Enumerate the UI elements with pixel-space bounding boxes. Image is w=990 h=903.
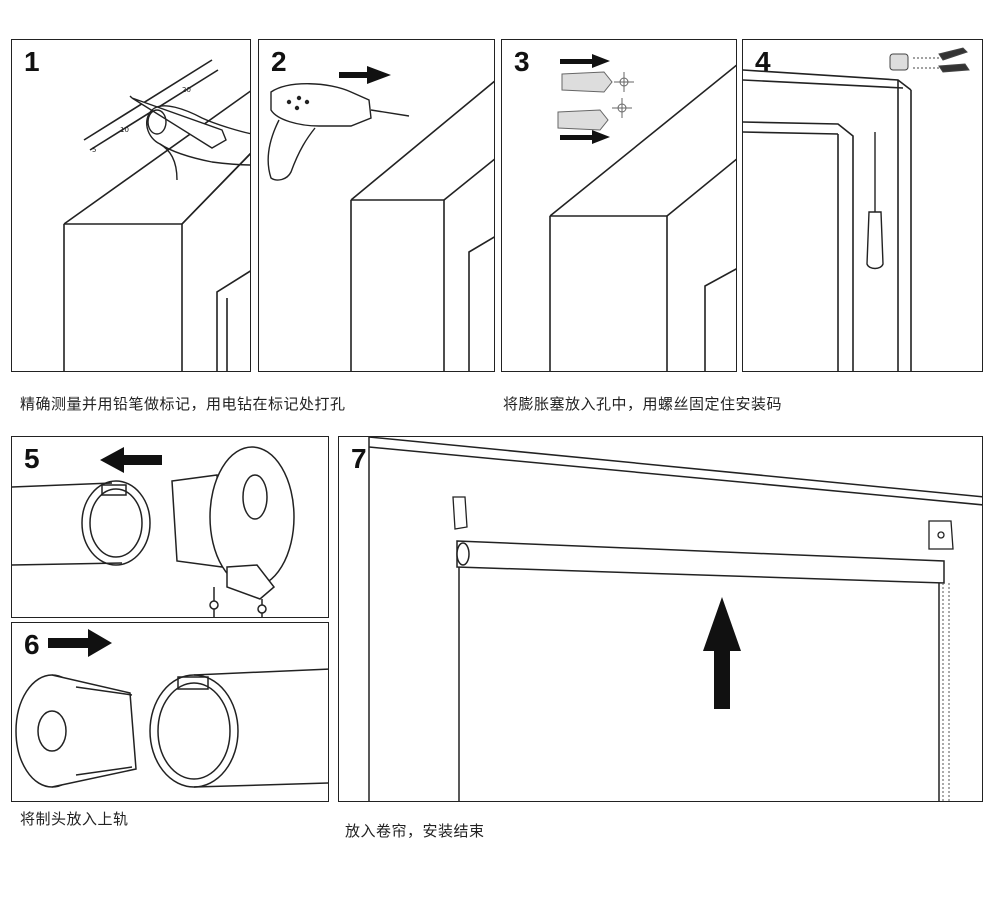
crosshair-icon [612,72,634,118]
hand-pencil-icon [129,95,250,181]
panel-step-2: 2 [258,39,495,372]
window-frame-anchor-illustration [549,54,736,371]
caption-steps-1-2: 精确测量并用铅笔做标记，用电钻在标记处打孔 [20,395,346,413]
panel-step-3: 3 [501,39,737,372]
window-frame [368,437,982,801]
arrow-left-icon [100,447,162,473]
roller-tube [12,480,151,566]
arrow-right-icon [339,66,391,84]
end-plug-icon [15,674,137,788]
panel-step-6: 6 [11,622,329,802]
caption-step-7: 放入卷帘，安装结束 [345,822,485,840]
ruler-mark-20: 20 [182,86,191,94]
chain-control-mechanism-icon [171,446,295,617]
screwdriver-icon [866,132,884,270]
roller-blind [456,540,945,801]
panel-step-4: 4 [742,39,983,372]
caption-steps-5-6: 将制头放入上轨 [20,810,129,828]
panel-step-7: 7 [338,436,983,802]
bracket-icon [452,496,954,550]
roller-tube [149,668,328,788]
bracket-screw-icon [889,47,970,73]
power-drill-icon [267,83,410,181]
window-frame-bracket-illustration [743,47,970,371]
roller-end-cap-insert-illustration [12,446,295,617]
window-frame-drill-illustration [267,66,494,371]
step-number-2: 2 [271,46,287,77]
window-frame-measure-illustration: 5 10 20 [63,59,250,371]
step-number-5: 5 [24,443,40,474]
step-number-4: 4 [755,46,771,77]
step-number-1: 1 [24,46,40,77]
step-number-3: 3 [514,46,530,77]
wall-plug-icon [557,71,613,131]
caption-steps-3-4: 将膨胀塞放入孔中，用螺丝固定住安装码 [503,395,783,413]
step-number-6: 6 [24,629,40,660]
ruler-mark-5: 5 [92,146,96,154]
arrow-right-icon [48,629,112,657]
roller-end-plug-insert-illustration [15,629,328,788]
ruler-mark-10: 10 [120,126,129,134]
pull-chain [942,583,950,801]
panel-step-1: 1 5 10 20 [11,39,251,372]
arrow-up-icon [703,597,741,709]
roller-blind-mounted-illustration [368,437,982,801]
panel-step-5: 5 [11,436,329,618]
step-number-7: 7 [351,443,367,474]
arrow-right-icon [560,54,610,144]
